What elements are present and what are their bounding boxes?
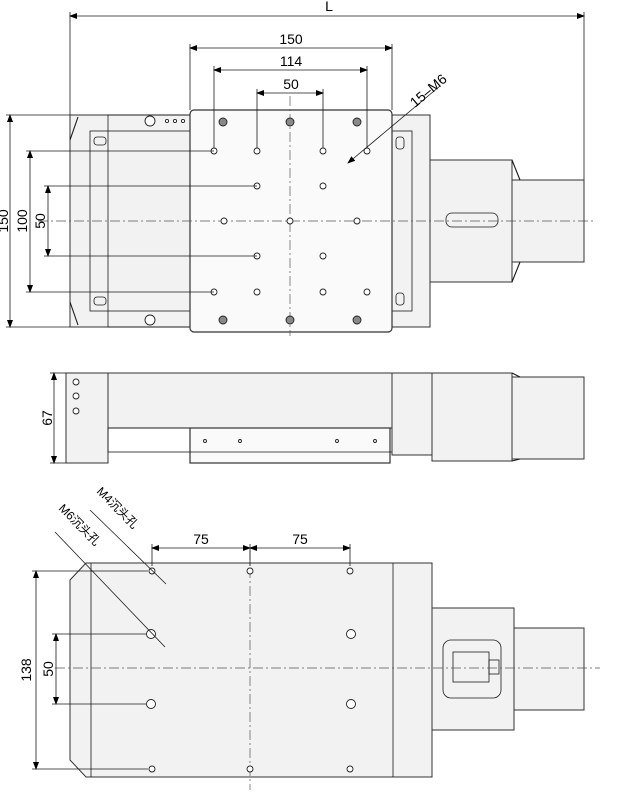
- side-view-carriage: [189, 427, 391, 464]
- hole: [72, 378, 80, 386]
- dim-114-label: 114: [280, 53, 303, 69]
- dim-50-label: 50: [40, 661, 56, 677]
- hole: [285, 315, 295, 325]
- top-view: L 150 114 50 15–M6 150 100 50: [0, 0, 596, 336]
- dim-50-left-label: 50: [32, 213, 48, 229]
- bottom-view-base-outline: [69, 562, 433, 778]
- hole: [218, 117, 228, 127]
- hole: [319, 288, 327, 296]
- hole: [286, 217, 294, 225]
- bottom-view-coupler-window: [442, 639, 502, 699]
- dim-150-width-label: 150: [279, 31, 303, 47]
- hole: [144, 115, 156, 127]
- note-m6-counterbore: M6沉头孔: [56, 501, 103, 548]
- hole: [346, 629, 356, 639]
- hole: [72, 407, 80, 415]
- hole: [335, 439, 339, 443]
- slot: [395, 292, 405, 306]
- top-view-chamfer-lower: [69, 301, 79, 326]
- hole: [246, 567, 254, 575]
- dim-L-label: L: [325, 0, 333, 14]
- hole-callout-15-m6: 15–M6: [407, 70, 450, 110]
- dim-100-label: 100: [14, 209, 30, 233]
- dim-75-a-label: 75: [193, 531, 209, 547]
- hole: [319, 182, 327, 190]
- dim-67-label: 67: [39, 410, 55, 426]
- hole: [218, 315, 228, 325]
- top-view-motor-taper: [511, 159, 521, 283]
- hole: [246, 765, 254, 773]
- top-view-shaft-key: [445, 212, 499, 228]
- bottom-view: M4沉头孔 M6沉头孔 75 75 138 50: [18, 484, 600, 790]
- note-m4-counterbore: M4沉头孔: [94, 484, 141, 531]
- hole: [146, 699, 156, 709]
- hole: [319, 252, 327, 260]
- dim-150-height-label: 150: [0, 209, 11, 233]
- side-view-motor-flange: [431, 372, 513, 462]
- hole: [363, 288, 371, 296]
- side-view-coupler-housing: [391, 372, 433, 456]
- leader-line: [54, 531, 166, 648]
- hole: [253, 288, 261, 296]
- side-view-end-block: [65, 372, 109, 464]
- hole: [353, 217, 361, 225]
- hole: [72, 392, 80, 400]
- dim-138-label: 138: [18, 658, 34, 682]
- leader-line: [347, 85, 441, 164]
- side-view-base-rail: [107, 372, 393, 429]
- side-view-motor: [511, 376, 585, 460]
- slot: [395, 136, 405, 150]
- dim-75-b-label: 75: [292, 531, 308, 547]
- top-view-chamfer: [69, 116, 79, 141]
- hole: [203, 439, 207, 443]
- top-view-hole-pattern: [210, 117, 371, 325]
- side-view: 67: [39, 372, 585, 464]
- hole: [220, 217, 228, 225]
- leader-line: [89, 509, 167, 585]
- hole: [319, 147, 327, 155]
- bottom-view-coupler-key: [488, 659, 500, 675]
- hole: [373, 439, 377, 443]
- hole: [164, 118, 170, 124]
- hole: [352, 315, 362, 325]
- hole: [352, 117, 362, 127]
- side-view-motor-taper: [511, 372, 521, 462]
- hole: [238, 439, 242, 443]
- hole: [346, 699, 356, 709]
- bottom-view-motor-coupler: [431, 607, 515, 731]
- hole: [346, 765, 354, 773]
- slot: [93, 296, 107, 306]
- bottom-view-hole-pattern: [146, 567, 356, 773]
- hole: [346, 567, 354, 575]
- dim-50-top-label: 50: [283, 76, 299, 92]
- hole: [144, 314, 156, 326]
- hole: [148, 765, 156, 773]
- slot: [93, 136, 107, 146]
- hole: [172, 118, 178, 124]
- hole: [253, 147, 261, 155]
- hole: [148, 567, 156, 575]
- hole: [180, 118, 186, 124]
- hole: [146, 629, 156, 639]
- bottom-view-motor: [513, 627, 585, 711]
- hole: [285, 117, 295, 127]
